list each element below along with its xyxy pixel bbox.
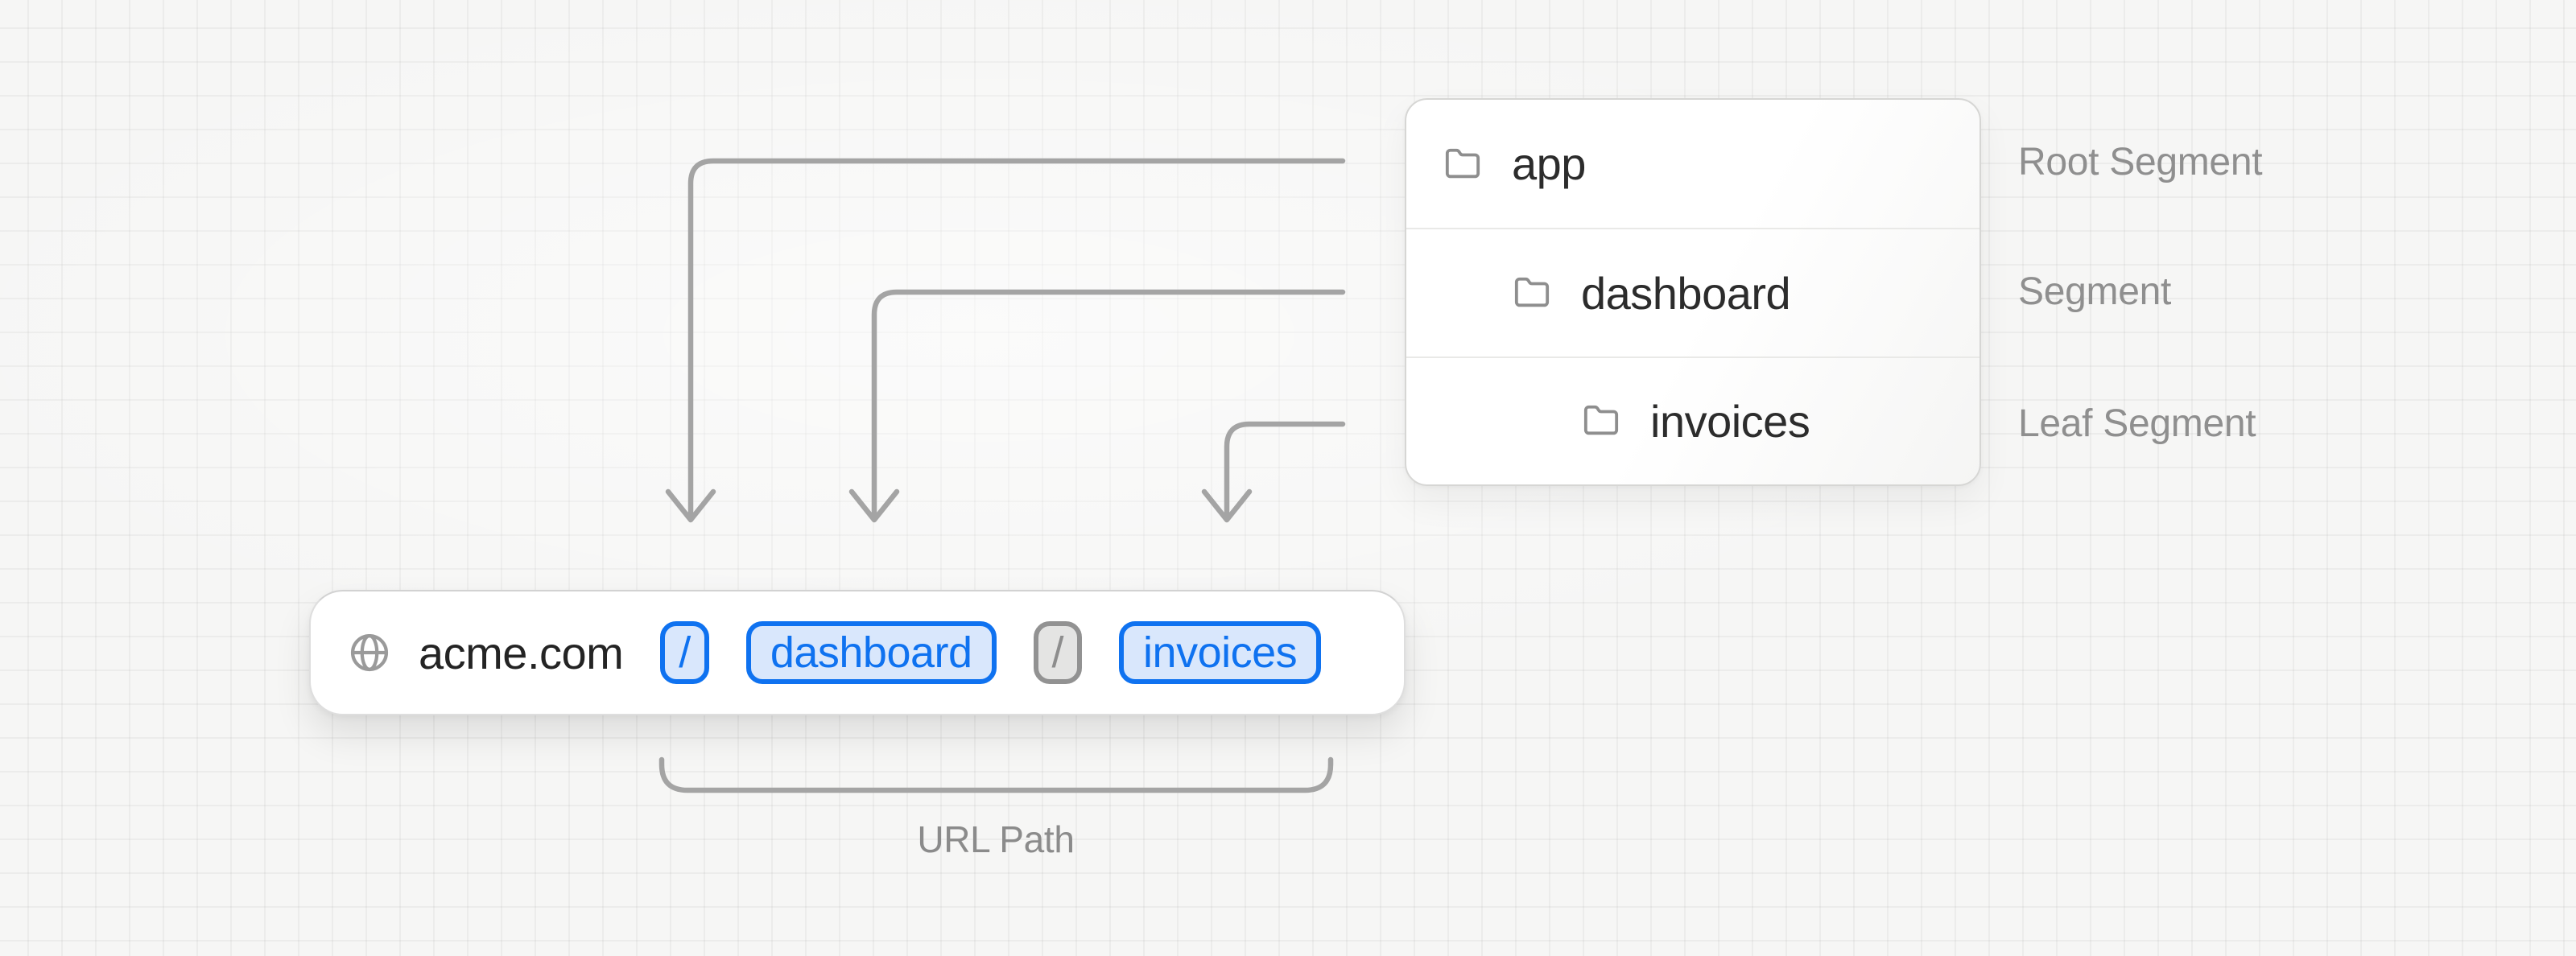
file-tree-card: app dashboard invoices <box>1405 98 1981 486</box>
globe-icon <box>348 631 391 674</box>
tree-row-label: dashboard <box>1581 267 1791 319</box>
folder-icon <box>1583 402 1620 439</box>
url-domain: acme.com <box>419 627 624 678</box>
tree-row-dashboard: dashboard <box>1406 228 1979 356</box>
tree-row-app: app <box>1406 100 1979 228</box>
url-segment-invoices: invoices <box>1119 621 1322 684</box>
url-segment-root-slash: / <box>660 621 709 684</box>
annotation-root-segment: Root Segment <box>2018 141 2263 183</box>
url-segment-dashboard: dashboard <box>745 621 997 684</box>
arrow-app-to-root-slash <box>665 158 1346 523</box>
url-segment-separator-slash: / <box>1033 621 1083 684</box>
annotation-leaf-segment: Leaf Segment <box>2018 402 2256 445</box>
tree-row-label: invoices <box>1650 395 1810 447</box>
url-path-label: URL Path <box>917 818 1075 860</box>
folder-icon <box>1444 146 1481 183</box>
folder-icon <box>1513 274 1550 311</box>
url-path-bracket <box>658 756 1334 793</box>
url-bar: acme.com / dashboard / invoices <box>309 590 1406 715</box>
annotation-segment: Segment <box>2018 270 2172 313</box>
tree-row-label: app <box>1512 138 1586 190</box>
arrow-dashboard-folder-to-segment <box>848 289 1346 523</box>
arrow-invoices-folder-to-segment <box>1201 421 1346 523</box>
tree-row-invoices: invoices <box>1406 356 1979 484</box>
